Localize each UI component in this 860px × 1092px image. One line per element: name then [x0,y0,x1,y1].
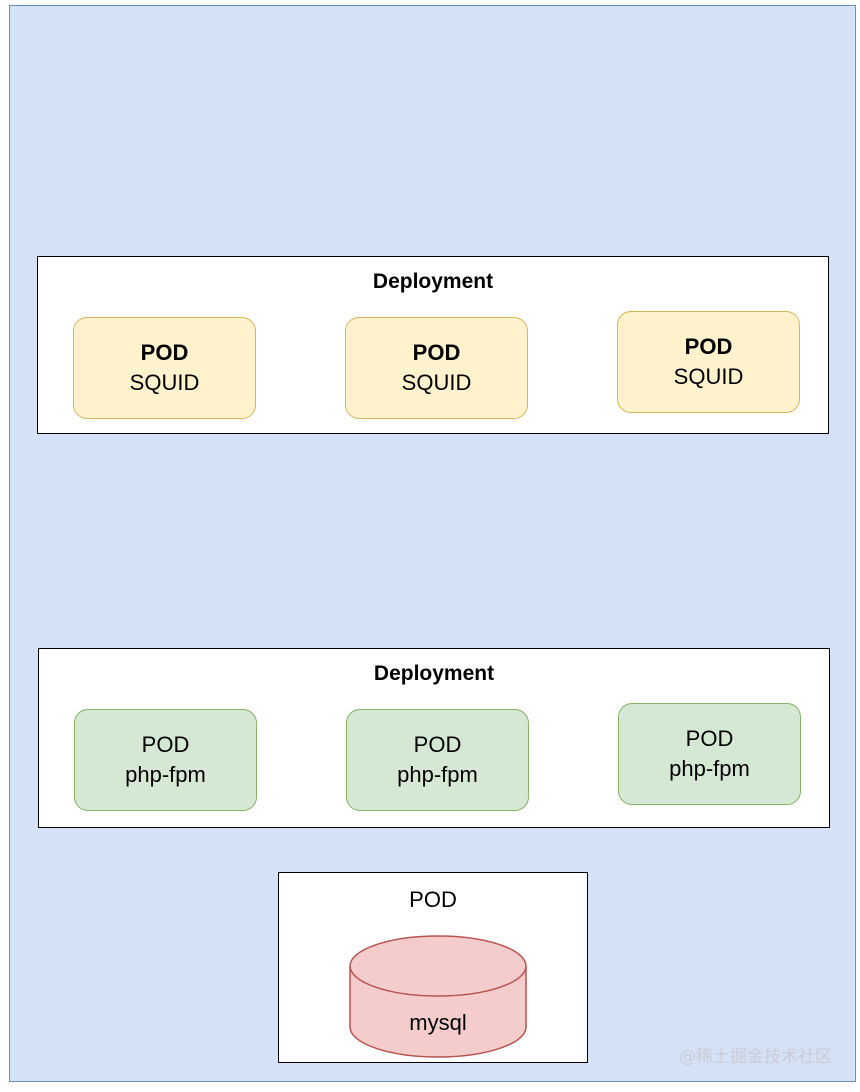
pod-subtitle: php-fpm [125,762,206,787]
watermark: @稀土掘金技术社区 [679,1047,832,1067]
database-cylinder-icon [349,935,527,1058]
pod-title: POD [141,732,190,757]
pod-title: POD [409,887,457,912]
pod-title: POD [684,334,733,359]
pod-php-fpm-1: POD php-fpm [74,709,257,811]
pod-subtitle: SQUID [129,370,200,395]
pod-subtitle: php-fpm [397,762,478,787]
pod-title: POD [413,732,462,757]
cylinder-top [349,935,527,997]
deployment-title: Deployment [372,270,494,293]
pod-squid-1: POD SQUID [73,317,256,419]
pod-subtitle: SQUID [673,364,744,389]
pod-subtitle: php-fpm [669,756,750,781]
pod-subtitle: SQUID [401,370,472,395]
pod-title: POD [685,726,734,751]
pod-squid-2: POD SQUID [345,317,528,419]
deployment-title: Deployment [373,662,495,685]
pod-squid-3: POD SQUID [617,311,800,413]
pod-php-fpm-2: POD php-fpm [346,709,529,811]
database-label: mysql [409,1010,467,1035]
pod-php-fpm-3: POD php-fpm [618,703,801,805]
pod-title: POD [412,340,461,365]
pod-title: POD [140,340,189,365]
